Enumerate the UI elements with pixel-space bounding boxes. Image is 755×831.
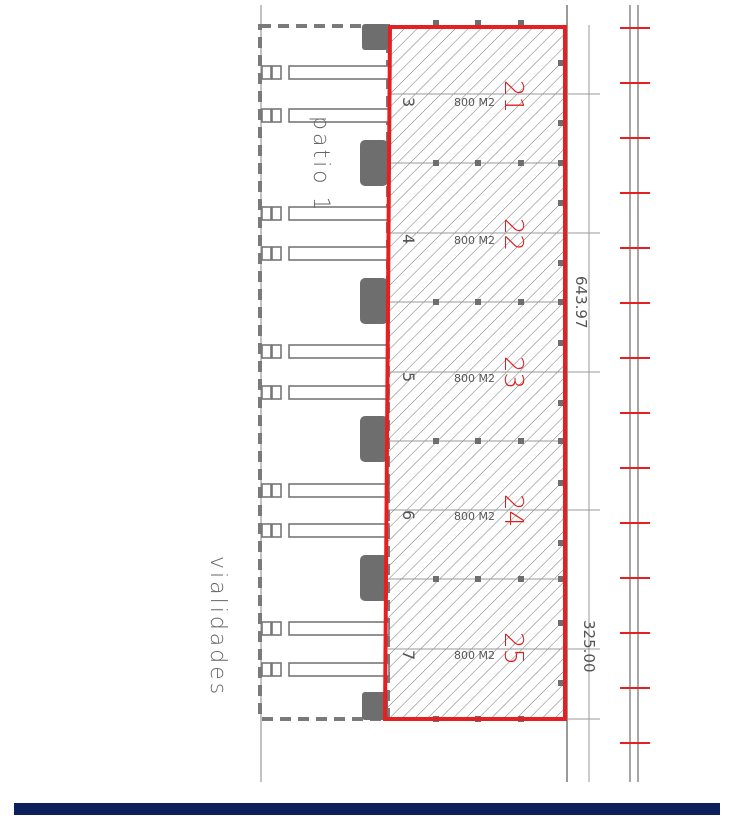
lot-area-label-24: 800 M2 (454, 510, 495, 523)
lot-number-21: 21 (498, 80, 528, 113)
truck-bays (261, 65, 390, 677)
lot-number-24: 24 (498, 494, 528, 527)
lot-number-23: 23 (498, 356, 528, 389)
lot-index-7: 7 (399, 650, 418, 660)
area-label: vialidades (205, 556, 230, 697)
site-plan: 21 800 M2 800 M2 3 22 800 M2 4 23 800 M2… (205, 5, 650, 782)
lot-index-5: 5 (399, 372, 418, 382)
lot-number-22: 22 (498, 218, 528, 251)
lot-boundary-outline (382, 25, 567, 721)
lot-area-label-21: 800 M2 (454, 96, 495, 109)
courtyard-label: patio 1 (308, 116, 333, 214)
long-side-dimension: 643.97 (572, 276, 590, 329)
lots-hatched-area (385, 27, 565, 719)
right-rail-ticks (620, 27, 650, 744)
lot-index-6: 6 (399, 510, 418, 520)
footer-bar (14, 803, 720, 815)
lot-index-3: 3 (399, 97, 418, 107)
lot-index-4: 4 (399, 234, 418, 244)
lot-area-label-23: 800 M2 (454, 372, 495, 385)
short-side-dimension: 325.00 (580, 620, 598, 673)
lot-area-label-25: 800 M2 (454, 649, 495, 662)
dock-blocks (360, 24, 388, 720)
lot-number-25: 25 (498, 632, 528, 665)
lot-area-label-22: 800 M2 (454, 234, 495, 247)
